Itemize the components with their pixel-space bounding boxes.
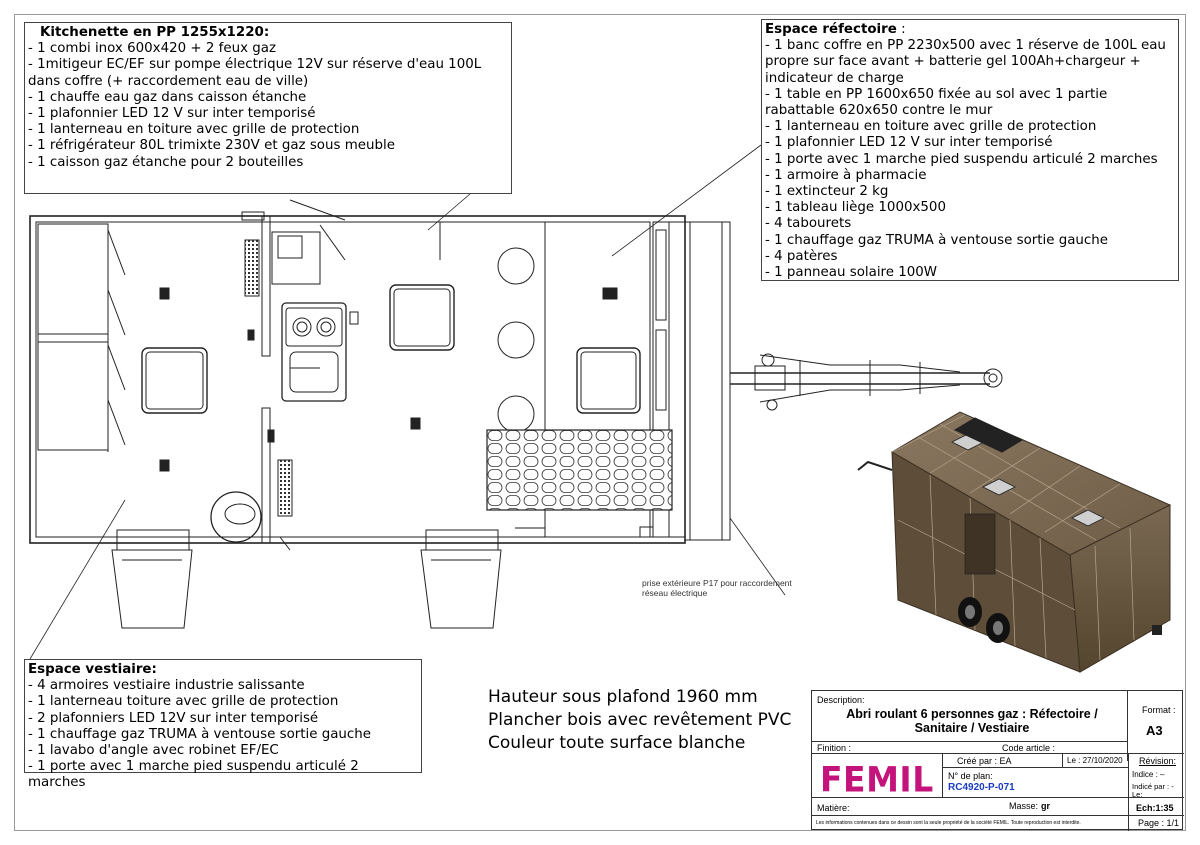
refectoire-item: - 1 panneau solaire 100W <box>765 265 938 281</box>
sheet-border <box>14 14 1186 831</box>
refectoire-item: - 1 plafonnier LED 12 V sur inter tempor… <box>765 135 1053 151</box>
description-label: Description: <box>817 695 865 705</box>
refectoire-item: - 1 tableau liège 1000x500 <box>765 200 946 216</box>
finition-label: Finition : <box>817 743 852 753</box>
scale: Ech:1:35 <box>1136 803 1174 813</box>
vestiaire-item: - 1 lanterneau toiture avec grille de pr… <box>28 694 339 710</box>
plan-number: RC4920-P-071 <box>948 782 1015 793</box>
format-value: A3 <box>1146 723 1163 738</box>
vestiaire-item: - 4 armoires vestiaire industrie salissa… <box>28 678 305 694</box>
refectoire-item: - 1 chauffage gaz TRUMA à ventouse sorti… <box>765 232 1109 248</box>
kitchenette-item: - 1mitigeur EC/EF sur pompe électrique 1… <box>28 57 482 89</box>
femil-logo: FEMIL <box>820 759 934 800</box>
refectoire-item: - 1 banc coffre en PP 2230x500 avec 1 ré… <box>765 38 1166 86</box>
kitchenette-item: - 1 réfrigérateur 80L trimixte 230V et g… <box>28 138 395 154</box>
vestiaire-title: Espace vestiaire: <box>28 662 157 677</box>
socket-note: prise extérieure P17 pour raccordement r… <box>642 578 792 598</box>
vestiaire-notes: Espace vestiaire: - 4 armoires vestiaire… <box>24 659 422 790</box>
refectoire-notes: Espace réfectoire : - 1 banc coffre en P… <box>761 19 1179 281</box>
revision-label: Révision: <box>1139 756 1177 766</box>
page-number: Page : 1/1 <box>1138 818 1180 828</box>
general-note: Hauteur sous plafond 1960 mm <box>488 687 758 707</box>
indice: Indice : – <box>1132 770 1165 779</box>
general-note: Couleur toute surface blanche <box>488 733 746 753</box>
vestiaire-item: - 2 plafonniers LED 12V sur inter tempor… <box>28 710 319 726</box>
disclaimer: Les informations contenues dans ce dessi… <box>816 820 1081 826</box>
title-block: Description: Abri roulant 6 personnes ga… <box>811 690 1184 831</box>
refectoire-item: - 1 porte avec 1 marche pied suspendu ar… <box>765 151 1158 167</box>
vestiaire-item: - 1 lavabo d'angle avec robinet EF/EC <box>28 743 279 759</box>
kitchenette-item: - 1 caisson gaz étanche pour 2 bouteille… <box>28 154 304 170</box>
indice-le: Le: <box>1132 790 1143 799</box>
refectoire-item: - 4 patères <box>765 248 838 264</box>
refectoire-item: - 1 extincteur 2 kg <box>765 184 889 200</box>
format-label: Format : <box>1142 705 1176 715</box>
plan-number-label: N° de plan: <box>948 771 993 781</box>
refectoire-title-suffix: : <box>896 22 906 37</box>
refectoire-item: - 4 tabourets <box>765 216 852 232</box>
vestiaire-item: - 1 porte avec 1 marche pied suspendu ar… <box>28 759 359 791</box>
kitchenette-item: - 1 chauffe eau gaz dans caisson étanche <box>28 89 307 105</box>
general-note: Plancher bois avec revêtement PVC <box>488 710 792 730</box>
created-date: Le : 27/10/2020 <box>1067 756 1123 765</box>
code-article-label: Code article : <box>1002 743 1056 753</box>
description-text: Abri roulant 6 personnes gaz : Réfectoir… <box>846 707 1098 735</box>
refectoire-item: - 1 table en PP 1600x650 fixée au sol av… <box>765 86 1108 119</box>
general-notes: Hauteur sous plafond 1960 mm Plancher bo… <box>488 686 792 755</box>
kitchenette-item: - 1 combi inox 600x420 + 2 feux gaz <box>28 41 277 57</box>
vestiaire-item: - 1 chauffage gaz TRUMA à ventouse sorti… <box>28 726 372 742</box>
refectoire-item: - 1 armoire à pharmacie <box>765 167 927 183</box>
matiere-label: Matière: <box>817 803 850 813</box>
masse-value: gr <box>1041 801 1050 811</box>
kitchenette-item: - 1 plafonnier LED 12 V sur inter tempor… <box>28 106 316 122</box>
kitchenette-item: - 1 lanterneau en toiture avec grille de… <box>28 122 360 138</box>
created-by: Créé par : EA <box>957 756 1012 766</box>
refectoire-title: Espace réfectoire <box>765 22 897 37</box>
kitchenette-title: Kitchenette en PP 1255x1220: <box>40 25 270 40</box>
refectoire-item: - 1 lanterneau en toiture avec grille de… <box>765 119 1097 135</box>
masse-label: Masse: <box>1009 801 1039 811</box>
kitchenette-notes: Kitchenette en PP 1255x1220: - 1 combi i… <box>24 22 512 194</box>
indice-par: Indicé par : - <box>1132 782 1174 791</box>
